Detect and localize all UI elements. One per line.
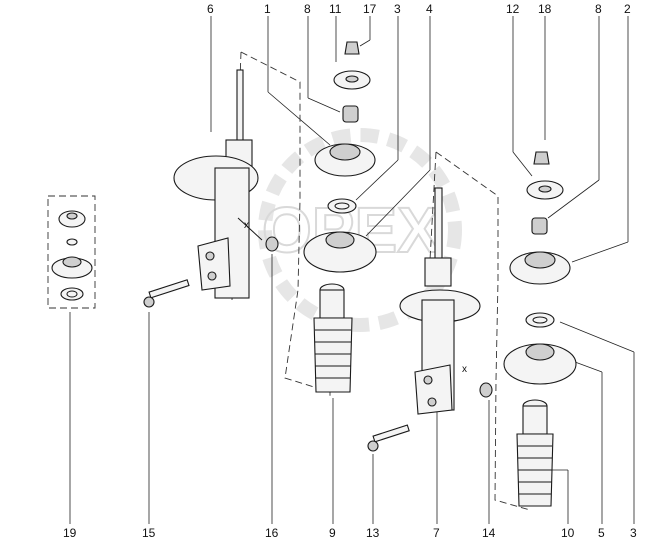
callout-8-left: 8 <box>304 2 311 16</box>
center-mount-stack <box>303 41 377 273</box>
callout-17: 17 <box>363 2 377 16</box>
callout-19: 19 <box>63 526 77 540</box>
callout-12: 12 <box>506 2 520 16</box>
right-boot-10 <box>516 399 554 507</box>
center-boot-9 <box>313 283 353 393</box>
callout-15: 15 <box>142 526 156 540</box>
nut-14 <box>479 382 493 398</box>
assembly-dashed-outlines <box>47 51 531 511</box>
left-strut-assembly <box>173 69 263 299</box>
callout-3-top: 3 <box>394 2 401 16</box>
callout-1: 1 <box>264 2 271 16</box>
callout-13: 13 <box>366 526 380 540</box>
nut-16 <box>265 236 279 252</box>
callout-9: 9 <box>329 526 336 540</box>
callout-16: 16 <box>265 526 279 540</box>
callout-8-right: 8 <box>595 2 602 16</box>
callout-10: 10 <box>561 526 575 540</box>
callout-11: 11 <box>329 2 342 16</box>
callout-4: 4 <box>426 2 433 16</box>
bolt-13 <box>367 424 410 452</box>
kit-19-parts <box>51 210 93 301</box>
callout-18: 18 <box>538 2 552 16</box>
callout-6: 6 <box>207 2 214 16</box>
right-mount-stack <box>503 151 577 385</box>
callout-3-bottom: 3 <box>630 526 637 540</box>
callout-14: 14 <box>482 526 496 540</box>
callout-2: 2 <box>624 2 631 16</box>
bolt-15 <box>143 279 190 308</box>
right-strut-assembly <box>399 187 481 415</box>
callout-7: 7 <box>433 526 440 540</box>
callout-5: 5 <box>598 526 605 540</box>
callout-labels: 6 1 8 11 17 3 4 12 18 8 2 19 15 16 9 13 … <box>63 2 637 540</box>
mark-x-left: x <box>244 220 249 231</box>
mark-x-right: x <box>462 364 467 375</box>
leader-lines <box>69 16 635 524</box>
